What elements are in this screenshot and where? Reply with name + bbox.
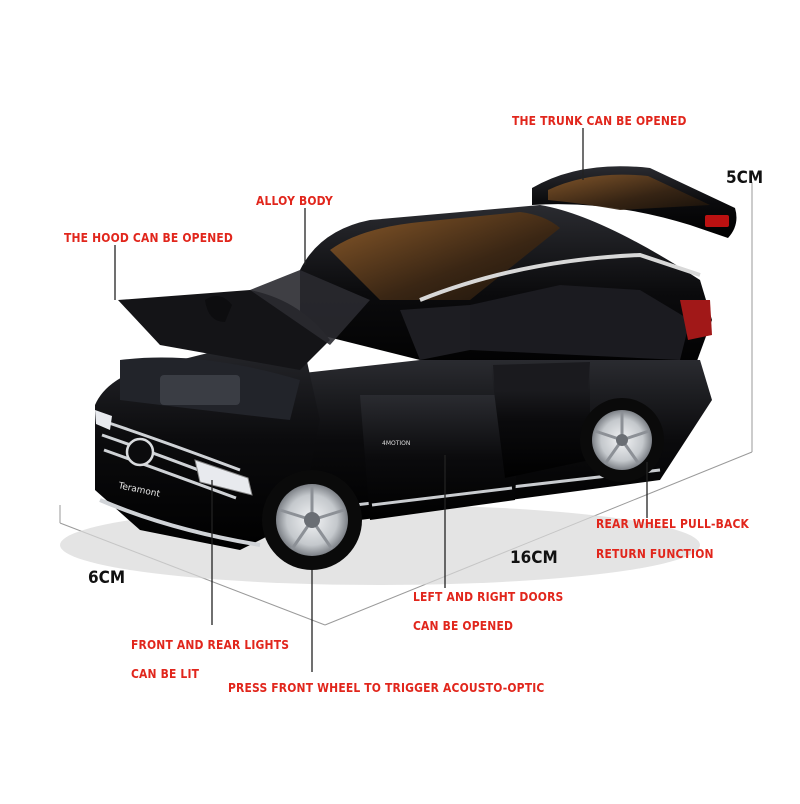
car-body: [95, 205, 712, 550]
front-door: [360, 305, 520, 520]
front-wheel: [262, 470, 362, 570]
open-hood: [118, 290, 330, 420]
side-badge: 4MOTION: [382, 440, 410, 447]
alloy-body-label: ALLOY BODY: [256, 193, 333, 208]
length-dimension: 16CM: [510, 548, 558, 568]
doors-label-line1: LEFT AND RIGHT DOORS: [413, 589, 564, 604]
acousto-optic-label: PRESS FRONT WHEEL TO TRIGGER ACOUSTO-OPT…: [228, 680, 545, 695]
width-dimension: 6CM: [88, 568, 126, 588]
rear-wheel: [580, 398, 664, 482]
pullback-label-line1: REAR WHEEL PULL-BACK: [596, 516, 750, 531]
pullback-label-line2: RETURN FUNCTION: [596, 546, 714, 561]
trunk-label: THE TRUNK CAN BE OPENED: [512, 113, 687, 128]
trunk-lid: [532, 166, 737, 238]
height-dimension: 5CM: [726, 168, 764, 188]
rear-door: [490, 360, 590, 478]
lights-label-line2: CAN BE LIT: [131, 666, 200, 681]
doors-label-line2: CAN BE OPENED: [413, 618, 514, 633]
callout-lines: [114, 128, 648, 672]
hood-label: THE HOOD CAN BE OPENED: [64, 230, 234, 245]
lights-label-line1: FRONT AND REAR LIGHTS: [131, 637, 290, 652]
